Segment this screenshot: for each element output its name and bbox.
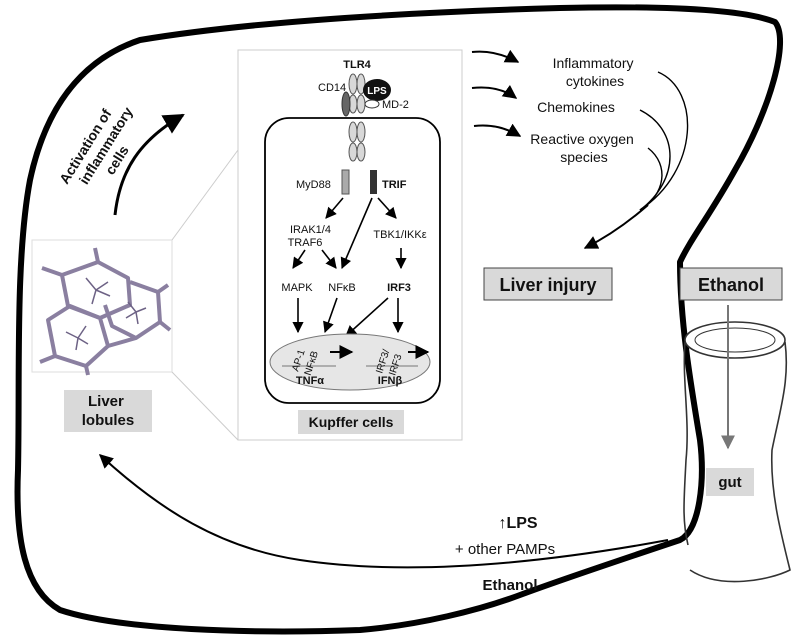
md2-shape xyxy=(364,99,380,109)
myd88-bar xyxy=(341,169,350,195)
gut-tube xyxy=(683,321,791,583)
ethanol-bottom-label: Ethanol xyxy=(483,577,538,594)
lps-label: LPS xyxy=(367,86,387,97)
tnfa-label: TNFα xyxy=(296,375,324,387)
md2-label: MD-2 xyxy=(382,99,409,111)
cd14-shape xyxy=(341,91,351,117)
liver-injury-label: Liver injury xyxy=(499,275,596,295)
nucleus xyxy=(269,333,431,391)
output-arrows xyxy=(471,49,522,137)
irak-label: IRAK1/4 TRAF6 xyxy=(288,224,334,249)
cd14-label: CD14 xyxy=(318,82,346,94)
pamps-label: + other PAMPs xyxy=(455,541,555,558)
activation-label: Activation of inflammatory cells xyxy=(56,92,152,205)
ethanol-top-label: Ethanol xyxy=(698,275,764,295)
lps-return-arrow xyxy=(98,454,669,569)
liver-lobules-box xyxy=(64,390,152,432)
kupffer-cells-label: Kupffer cells xyxy=(309,414,394,430)
trif-bar xyxy=(370,170,377,194)
ros-label: Reactive oxygen species xyxy=(530,131,637,165)
lps-shape xyxy=(363,79,391,101)
tbk-label: TBK1/IKKε xyxy=(373,229,426,241)
ifnb-label: IFNβ xyxy=(378,375,403,387)
lobule-veins xyxy=(65,277,147,351)
liver-outline xyxy=(14,4,784,635)
trif-label: TRIF xyxy=(382,179,407,191)
gut-label: gut xyxy=(718,474,741,491)
signaling-arrows xyxy=(292,197,407,337)
liver-lobules-label: Liver lobules xyxy=(82,393,135,429)
zoom-line-top xyxy=(171,149,239,241)
gut-box xyxy=(706,468,754,496)
liver-injury-arrow xyxy=(583,204,649,249)
mapk-label: MAPK xyxy=(281,282,313,294)
nfkb-label: NFκB xyxy=(328,282,356,294)
zoom-line-bottom xyxy=(171,371,239,441)
activation-arrow xyxy=(113,113,185,216)
irf3-label: IRF3 xyxy=(387,282,411,294)
tlr4-label: TLR4 xyxy=(343,59,371,71)
chemokines-label: Chemokines xyxy=(537,99,615,115)
liver-injury-box xyxy=(483,267,613,301)
inflammatory-cytokines-label: Inflammatory cytokines xyxy=(553,55,638,89)
kupffer-cells-box xyxy=(298,410,404,434)
tlr4-receptor xyxy=(348,73,366,162)
converging-lines xyxy=(639,71,689,211)
myd88-label: MyD88 xyxy=(296,179,331,191)
ethanol-box xyxy=(679,267,783,301)
lps-up-label: ↑LPS xyxy=(498,515,537,532)
